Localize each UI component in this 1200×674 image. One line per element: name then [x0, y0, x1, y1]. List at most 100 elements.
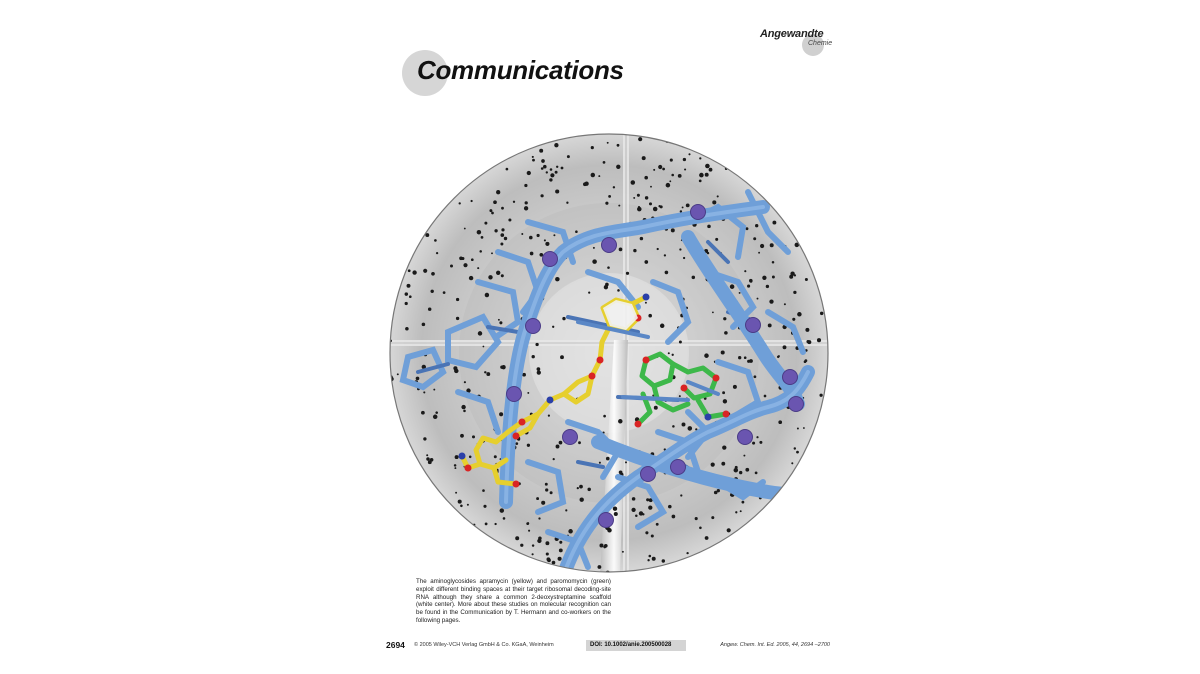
- diffraction-spot: [587, 487, 591, 492]
- diffraction-spot: [711, 516, 715, 520]
- diffraction-spot: [752, 441, 756, 445]
- diffraction-spot: [551, 560, 556, 565]
- diffraction-spot: [644, 260, 649, 264]
- diffraction-spot: [678, 395, 681, 398]
- diffraction-spot: [670, 228, 675, 233]
- diffraction-spot: [480, 236, 484, 239]
- diffraction-spot: [471, 435, 476, 439]
- diffraction-spot: [538, 536, 542, 541]
- diffraction-spot: [427, 460, 432, 465]
- diffraction-spot: [531, 553, 534, 556]
- diffraction-spot: [568, 529, 573, 534]
- diffraction-spot: [672, 425, 675, 428]
- copyright-text: © 2005 Wiley-VCH Verlag GmbH & Co. KGaA,…: [414, 642, 554, 648]
- diffraction-spot: [454, 467, 457, 470]
- section-circle: [402, 50, 448, 96]
- diffraction-spot: [722, 445, 727, 450]
- diffraction-spot: [739, 470, 743, 475]
- diffraction-spot: [790, 271, 795, 276]
- diffraction-spot: [559, 540, 563, 544]
- diffraction-spot: [531, 155, 534, 158]
- diffraction-spot: [579, 497, 584, 502]
- diffraction-spot: [671, 173, 674, 177]
- diffraction-spot: [603, 285, 609, 290]
- diffraction-spot: [680, 494, 683, 497]
- diffraction-spot: [597, 565, 602, 569]
- diffraction-spot: [796, 450, 799, 454]
- page-footer: 2694 © 2005 Wiley-VCH Verlag GmbH & Co. …: [386, 640, 830, 652]
- diffraction-spot: [726, 528, 731, 533]
- diffraction-spot: [605, 201, 609, 205]
- citation-text: Angew. Chem. Int. Ed. 2005, 44, 2694 –27…: [720, 642, 830, 648]
- diffraction-spot: [549, 491, 553, 495]
- diffraction-spot: [794, 242, 800, 248]
- diffraction-spot: [716, 489, 720, 493]
- diffraction-spot: [747, 284, 751, 288]
- diffraction-spot: [607, 266, 610, 269]
- diffraction-spot: [453, 464, 457, 467]
- diffraction-spot: [618, 470, 623, 475]
- diffraction-spot: [557, 556, 562, 561]
- diffraction-spot: [641, 156, 646, 161]
- diffraction-spot: [732, 384, 737, 389]
- diffraction-spot: [455, 316, 460, 321]
- diffraction-spot: [729, 284, 735, 289]
- logo-sub-text: Chemie: [808, 40, 833, 47]
- doi-link[interactable]: DOI: 10.1002/anie.200500028: [590, 642, 672, 648]
- diffraction-spot: [599, 543, 604, 548]
- diffraction-spot: [712, 200, 717, 205]
- diffraction-spot: [494, 522, 497, 526]
- diffraction-spot: [694, 517, 698, 521]
- diffraction-spot: [724, 331, 728, 335]
- diffraction-spot: [763, 394, 767, 398]
- diffraction-spot: [644, 196, 649, 200]
- diffraction-spot: [483, 504, 487, 508]
- diffraction-spot: [621, 550, 624, 553]
- diffraction-spot: [540, 167, 544, 170]
- diffraction-spot: [762, 275, 767, 280]
- diffraction-spot: [685, 203, 690, 208]
- diffraction-spot: [658, 205, 661, 208]
- diffraction-spot: [549, 168, 553, 171]
- section-title: Communications: [417, 55, 624, 85]
- diffraction-spot: [797, 312, 802, 317]
- diffraction-spot: [603, 414, 606, 418]
- diffraction-spot: [526, 443, 531, 447]
- diffraction-spot: [796, 427, 799, 430]
- diffraction-spot: [612, 186, 616, 189]
- diffraction-spot: [782, 345, 787, 350]
- diffraction-spot: [716, 195, 719, 198]
- diffraction-spot: [648, 202, 653, 206]
- diffraction-spot: [538, 517, 541, 520]
- diffraction-spot: [819, 311, 824, 316]
- page-number: 2694: [386, 640, 405, 650]
- diffraction-spot: [650, 534, 654, 538]
- diffraction-spot: [745, 227, 749, 231]
- diffraction-spot: [661, 559, 665, 563]
- diffraction-spot: [710, 462, 715, 467]
- diffraction-spot: [406, 283, 411, 288]
- diffraction-spot: [427, 307, 432, 311]
- diffraction-spot: [679, 210, 683, 213]
- diffraction-spot: [430, 289, 434, 293]
- diffraction-spot: [816, 338, 822, 343]
- diffraction-spot: [706, 251, 710, 255]
- diffraction-spot: [545, 241, 550, 246]
- diffraction-spot: [558, 440, 563, 445]
- diffraction-spot: [579, 484, 583, 489]
- diffraction-spot: [684, 168, 687, 171]
- diffraction-spot: [704, 172, 709, 177]
- diffraction-spot: [466, 388, 471, 393]
- diffraction-spot: [650, 185, 652, 188]
- diffraction-spot: [493, 200, 497, 205]
- diffraction-spot: [637, 206, 641, 209]
- diffraction-spot: [484, 522, 488, 526]
- diffraction-spot: [460, 504, 463, 508]
- diffraction-spot: [738, 356, 742, 360]
- diffraction-spot: [618, 247, 623, 252]
- diffraction-spot: [747, 359, 751, 363]
- diffraction-spot: [497, 318, 500, 321]
- diffraction-spot: [421, 322, 426, 327]
- diffraction-spot: [658, 164, 663, 170]
- diffraction-spot: [536, 233, 540, 238]
